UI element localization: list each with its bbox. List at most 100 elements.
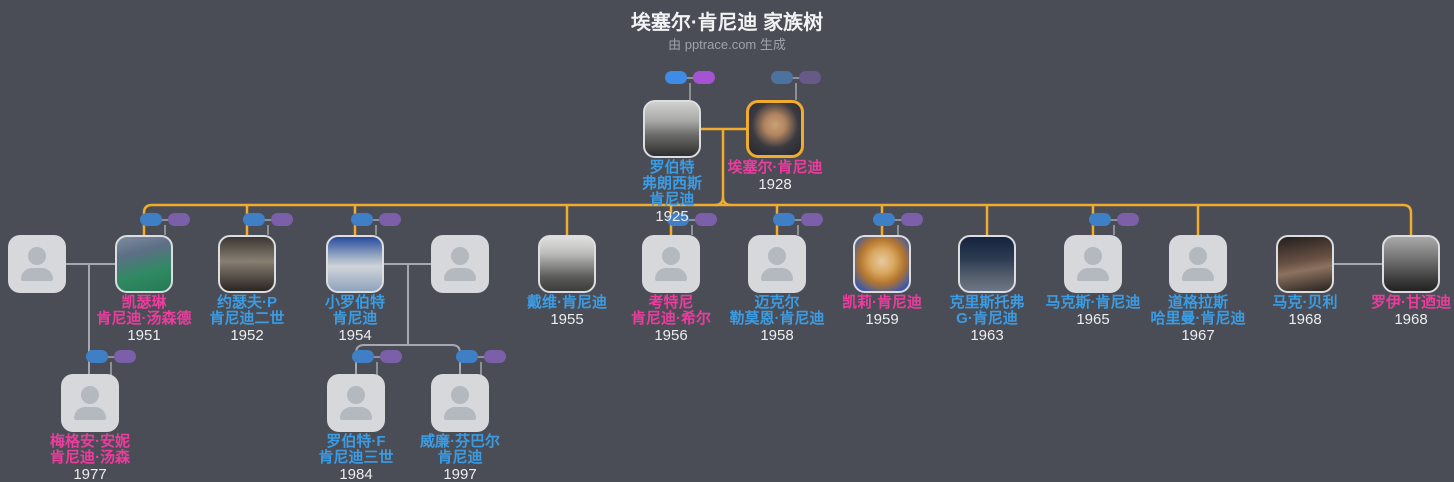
person-name: 马克·贝利	[1272, 294, 1338, 311]
male-pill-button[interactable]	[140, 213, 162, 226]
relation-pills	[86, 350, 136, 375]
portrait-photo[interactable]	[1382, 235, 1440, 293]
person-silhouette-icon	[768, 247, 786, 265]
placeholder-avatar[interactable]	[431, 235, 489, 293]
placeholder-avatar[interactable]	[748, 235, 806, 293]
placeholder-avatar[interactable]	[642, 235, 700, 293]
person-node-courtney[interactable]: 考特尼 肯尼迪·希尔 1956	[616, 235, 726, 345]
placeholder-avatar[interactable]	[327, 374, 385, 432]
placeholder-avatar[interactable]	[61, 374, 119, 432]
relation-pills	[1089, 213, 1139, 237]
pill-stem	[267, 225, 269, 235]
male-pill-button[interactable]	[873, 213, 895, 226]
person-node-douglas[interactable]: 道格拉斯 哈里曼·肯尼迪 1967	[1143, 235, 1253, 345]
person-name: 克里斯托弗 G·肯尼迪	[949, 294, 1025, 327]
person-birth-year: 1925	[655, 208, 689, 225]
female-pill-button[interactable]	[379, 213, 401, 226]
person-birth-year: 1963	[970, 327, 1004, 344]
person-node-william[interactable]: 威廉·芬巴尔 肯尼迪 1997	[405, 374, 515, 482]
person-node-max[interactable]: 马克斯·肯尼迪 1965	[1038, 235, 1148, 329]
person-silhouette-icon	[1077, 268, 1109, 281]
female-pill-button[interactable]	[799, 71, 821, 84]
person-node-spouse-of-robert-jr[interactable]	[405, 235, 515, 293]
portrait-photo[interactable]	[1276, 235, 1334, 293]
portrait-photo[interactable]	[958, 235, 1016, 293]
female-pill-button[interactable]	[114, 350, 136, 363]
male-pill-button[interactable]	[773, 213, 795, 226]
placeholder-avatar[interactable]	[1064, 235, 1122, 293]
person-node-david[interactable]: 戴维·肯尼迪 1955	[512, 235, 622, 329]
person-silhouette-icon	[347, 386, 365, 404]
person-birth-year: 1968	[1288, 311, 1322, 328]
male-pill-button[interactable]	[86, 350, 108, 363]
person-name: 小罗伯特 肯尼迪	[324, 294, 385, 327]
person-name: 道格拉斯 哈里曼·肯尼迪	[1150, 294, 1246, 327]
relation-pills	[667, 213, 717, 237]
male-pill-button[interactable]	[351, 213, 373, 226]
male-pill-button[interactable]	[771, 71, 793, 84]
male-pill-button[interactable]	[243, 213, 265, 226]
female-pill-button[interactable]	[901, 213, 923, 226]
person-birth-year: 1968	[1394, 311, 1428, 328]
person-birth-year: 1956	[654, 327, 688, 344]
person-birth-year: 1997	[443, 466, 477, 482]
person-silhouette-icon	[451, 247, 469, 265]
male-pill-button[interactable]	[1089, 213, 1111, 226]
person-node-joseph[interactable]: 约瑟夫·P 肯尼迪二世 1952	[192, 235, 302, 345]
person-name: 罗伊·甘迺迪	[1371, 294, 1451, 311]
person-name: 迈克尔 勒莫恩·肯尼迪	[729, 294, 825, 327]
portrait-photo-highlighted[interactable]	[746, 100, 804, 158]
male-pill-button[interactable]	[352, 350, 374, 363]
placeholder-avatar[interactable]	[1169, 235, 1227, 293]
person-birth-year: 1984	[339, 466, 373, 482]
person-silhouette-icon	[444, 407, 476, 420]
female-pill-button[interactable]	[168, 213, 190, 226]
relation-pills	[243, 213, 293, 237]
male-pill-button[interactable]	[456, 350, 478, 363]
person-node-christopher[interactable]: 克里斯托弗 G·肯尼迪 1963	[932, 235, 1042, 345]
relation-pills	[773, 213, 823, 237]
person-node-kerry[interactable]: 凯莉·肯尼迪 1959	[827, 235, 937, 329]
person-node-meaghan[interactable]: 梅格安·安妮 肯尼迪·汤森 1977	[35, 374, 145, 482]
pill-connector	[687, 219, 697, 221]
pill-stem	[164, 225, 166, 235]
person-birth-year: 1967	[1181, 327, 1215, 344]
female-pill-button[interactable]	[695, 213, 717, 226]
person-node-spouse-of-kathleen[interactable]	[0, 235, 92, 293]
person-name: 约瑟夫·P 肯尼迪二世	[209, 294, 285, 327]
person-silhouette-icon	[655, 268, 687, 281]
female-pill-button[interactable]	[801, 213, 823, 226]
female-pill-button[interactable]	[1117, 213, 1139, 226]
male-pill-button[interactable]	[667, 213, 689, 226]
portrait-photo[interactable]	[853, 235, 911, 293]
male-pill-button[interactable]	[665, 71, 687, 84]
female-pill-button[interactable]	[380, 350, 402, 363]
person-node-kathleen[interactable]: 凯瑟琳 肯尼迪·汤森德 1951	[89, 235, 199, 345]
person-node-ethel[interactable]: 埃塞尔·肯尼迪 1928	[720, 100, 830, 194]
placeholder-avatar[interactable]	[431, 374, 489, 432]
person-node-michael[interactable]: 迈克尔 勒莫恩·肯尼迪 1958	[722, 235, 832, 345]
person-birth-year: 1954	[338, 327, 372, 344]
portrait-photo[interactable]	[326, 235, 384, 293]
pill-connector	[893, 219, 903, 221]
person-node-robert-iii[interactable]: 罗伯特·F 肯尼迪三世 1984	[301, 374, 411, 482]
placeholder-avatar[interactable]	[8, 235, 66, 293]
portrait-photo[interactable]	[115, 235, 173, 293]
person-node-mark-bailey[interactable]: 马克·贝利 1968	[1250, 235, 1360, 329]
person-node-rory[interactable]: 罗伊·甘迺迪 1968	[1356, 235, 1454, 329]
female-pill-button[interactable]	[693, 71, 715, 84]
female-pill-button[interactable]	[484, 350, 506, 363]
portrait-photo[interactable]	[643, 100, 701, 158]
pill-stem	[376, 362, 378, 375]
person-name: 戴维·肯尼迪	[527, 294, 607, 311]
female-pill-button[interactable]	[271, 213, 293, 226]
portrait-photo[interactable]	[538, 235, 596, 293]
pill-connector	[476, 356, 486, 358]
person-silhouette-icon	[340, 407, 372, 420]
person-silhouette-icon	[761, 268, 793, 281]
portrait-photo[interactable]	[218, 235, 276, 293]
person-name: 罗伯特·F 肯尼迪三世	[318, 433, 394, 466]
person-name: 梅格安·安妮 肯尼迪·汤森	[50, 433, 130, 466]
person-node-robert-jr[interactable]: 小罗伯特 肯尼迪 1954	[300, 235, 410, 345]
person-node-robert-francis[interactable]: 罗伯特 弗朗西斯 肯尼迪 1925	[617, 100, 727, 226]
